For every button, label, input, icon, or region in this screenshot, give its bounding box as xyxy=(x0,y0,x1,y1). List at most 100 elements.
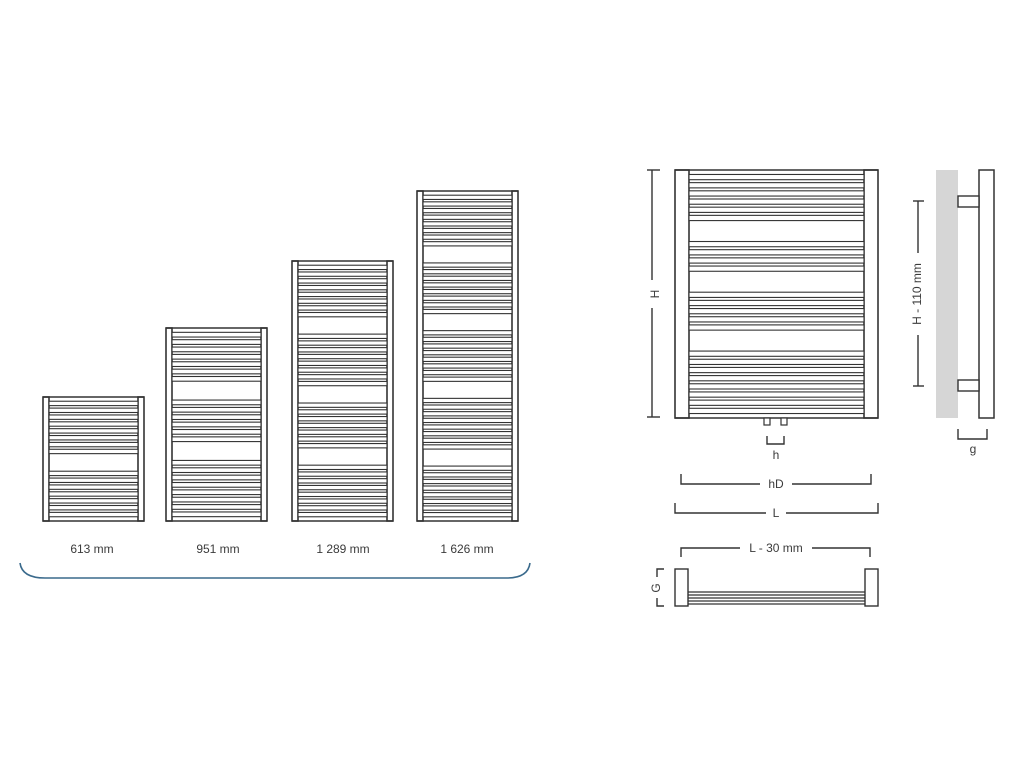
right-post xyxy=(511,190,519,522)
rail-bar xyxy=(688,190,865,197)
rail-bar xyxy=(48,504,139,511)
rail-bar xyxy=(297,422,388,429)
rail-bar xyxy=(688,366,865,374)
rail-bar xyxy=(422,295,513,301)
rail-bar xyxy=(171,346,262,353)
left-post xyxy=(674,169,690,419)
rail-bar xyxy=(48,407,139,414)
rail-bar xyxy=(422,262,513,268)
rail-bar xyxy=(171,375,262,382)
radiator-sizes-group xyxy=(42,190,519,522)
rail-bar xyxy=(171,511,262,518)
rail-bar xyxy=(422,376,513,382)
rail-bar xyxy=(688,214,865,222)
rail-bar xyxy=(48,441,139,448)
rail-bar xyxy=(422,269,513,275)
rail-bar xyxy=(422,498,513,505)
rail-bar xyxy=(422,234,513,240)
dim-label-h: H xyxy=(648,290,662,299)
rail-bar xyxy=(688,324,865,331)
rail-bar xyxy=(171,331,262,338)
rail-bar xyxy=(422,397,513,404)
right-post xyxy=(137,396,145,522)
dim-label-l: L xyxy=(773,506,780,520)
rail-bar xyxy=(688,182,865,189)
left-post xyxy=(165,327,173,522)
left-post xyxy=(42,396,50,522)
rail-bar xyxy=(688,240,865,248)
rail-bar xyxy=(297,409,388,415)
rail-bar xyxy=(422,302,513,308)
right-post xyxy=(260,327,268,522)
dimension-l-minus-30 xyxy=(680,547,871,557)
rail-bar xyxy=(48,511,139,518)
rail-bar xyxy=(48,434,139,441)
rail-bar xyxy=(297,402,388,408)
rail-bar xyxy=(297,271,388,277)
rail-bar xyxy=(688,291,865,298)
dimension-l xyxy=(674,503,879,514)
rail-bar xyxy=(422,282,513,288)
rail-bar xyxy=(297,305,388,311)
rail-bar xyxy=(688,249,865,256)
rail-bar xyxy=(171,496,262,503)
rail-bar xyxy=(297,436,388,442)
rail-bar xyxy=(422,472,513,478)
rail-bar xyxy=(422,336,513,343)
rail-bar xyxy=(297,471,388,477)
rail-bar xyxy=(422,485,513,491)
rail-bar xyxy=(171,353,262,360)
rail-bar xyxy=(688,206,865,213)
side-view-radiator xyxy=(936,169,995,419)
rail-bar xyxy=(688,407,865,415)
rail-bar xyxy=(171,406,262,413)
left-post xyxy=(291,260,299,522)
rail-bar xyxy=(688,265,865,272)
rail-bar xyxy=(422,444,513,450)
rail-bar xyxy=(422,465,513,471)
rail-bar xyxy=(297,347,388,353)
front-view-frame xyxy=(674,169,879,419)
rail-bar xyxy=(297,498,388,504)
radiator-613 xyxy=(42,396,145,522)
rail-bar xyxy=(297,429,388,435)
rail-bar xyxy=(48,484,139,490)
rail-bar xyxy=(422,343,513,349)
rail-bar xyxy=(422,227,513,234)
front-view-radiator xyxy=(674,169,879,419)
rail-bar xyxy=(297,360,388,367)
dimension-h-vertical xyxy=(644,169,660,418)
rail-bar xyxy=(171,368,262,375)
rail-bar xyxy=(422,417,513,424)
rail-bar xyxy=(171,339,262,345)
size-range-bracket xyxy=(19,562,531,579)
rail-bar xyxy=(171,489,262,496)
rail-bar xyxy=(171,459,262,466)
rail-bar xyxy=(297,505,388,511)
dim-label-g-large: G xyxy=(649,583,663,592)
rail-bar xyxy=(422,512,513,518)
rail-bar xyxy=(422,478,513,485)
rail-bar xyxy=(297,415,388,422)
rail-bar xyxy=(688,350,865,357)
rail-bar xyxy=(297,511,388,518)
rail-bar xyxy=(422,431,513,437)
rail-bar xyxy=(297,298,388,304)
rail-bar xyxy=(422,221,513,227)
rail-bar xyxy=(422,505,513,511)
rail-bar xyxy=(48,477,139,484)
rail-bar xyxy=(171,467,262,474)
rail-bar xyxy=(171,436,262,443)
radiator-951 xyxy=(165,327,268,522)
rail-bar xyxy=(48,428,139,434)
left-post xyxy=(416,190,424,522)
rail-bar xyxy=(297,311,388,318)
rail-bar xyxy=(297,291,388,298)
top-view-radiator xyxy=(674,568,879,607)
pipe-connectors xyxy=(763,417,788,426)
rail-bar xyxy=(297,374,388,380)
rail-bar xyxy=(297,380,388,387)
rail-bar xyxy=(688,375,865,382)
rail-bar xyxy=(688,307,865,315)
